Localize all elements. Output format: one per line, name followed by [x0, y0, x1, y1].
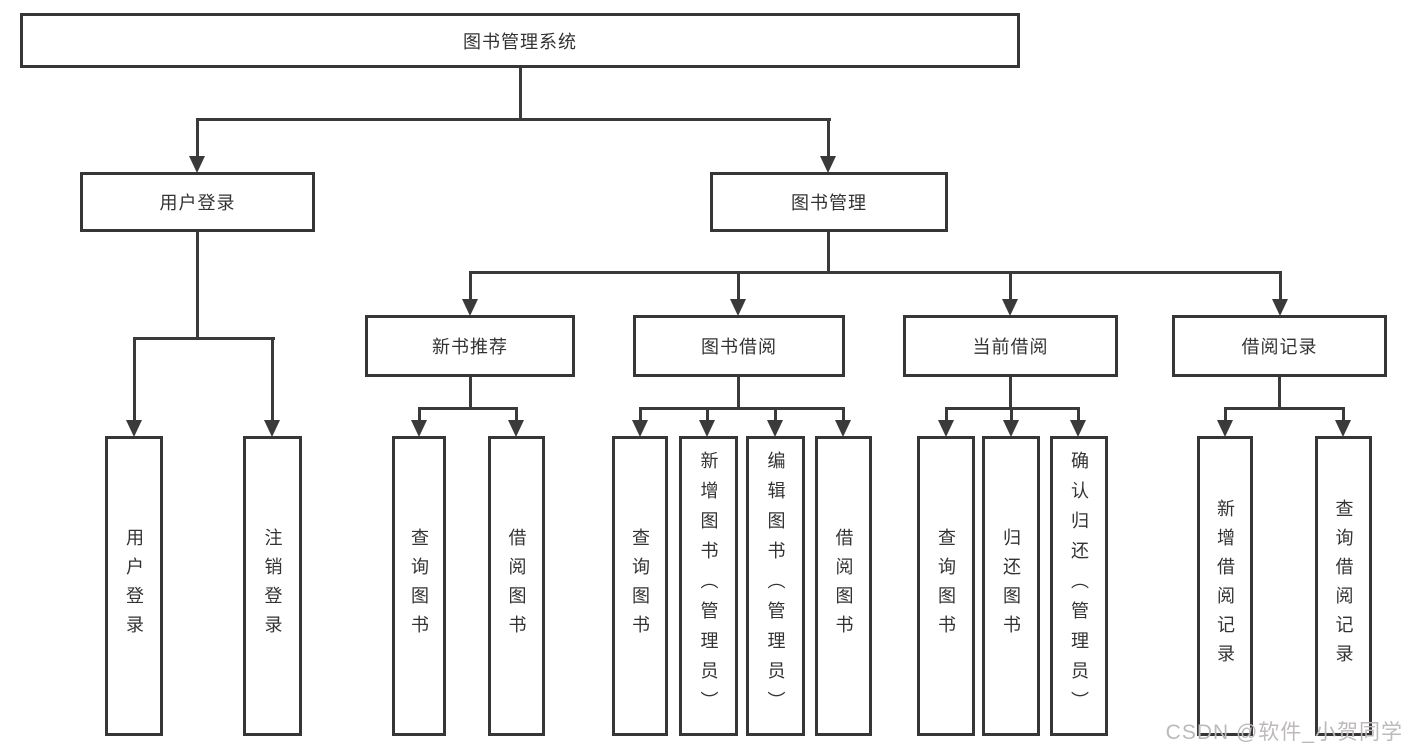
arrow-down-icon	[938, 420, 954, 437]
leaf-query-books-borrowing: 查询图书	[612, 436, 668, 736]
arrow-down-icon	[1217, 420, 1233, 437]
connector-line	[469, 377, 472, 410]
connector-line	[774, 407, 777, 424]
arrow-down-icon	[767, 420, 783, 437]
connector-line	[196, 118, 831, 121]
connector-line	[737, 377, 740, 410]
connector-line	[706, 407, 709, 424]
connector-line	[1279, 271, 1282, 302]
leaf-logout-label: 注销登录	[262, 528, 283, 644]
leaf-borrow-books-borrowing: 借阅图书	[815, 436, 872, 736]
arrow-down-icon	[699, 420, 715, 437]
connector-line	[196, 118, 199, 158]
arrow-down-icon	[632, 420, 648, 437]
leaf-add-book-admin: 新增图书（管理员）	[679, 436, 738, 736]
arrow-down-icon	[820, 156, 836, 173]
leaf-add-borrow-record-label: 新增借阅记录	[1215, 499, 1235, 673]
arrow-down-icon	[126, 420, 142, 437]
connector-line	[639, 407, 845, 410]
connector-line	[515, 407, 518, 424]
arrow-down-icon	[1002, 299, 1018, 316]
leaf-query-books-current-label: 查询图书	[936, 528, 956, 644]
arrow-down-icon	[462, 299, 478, 316]
leaf-query-books-current: 查询图书	[917, 436, 975, 736]
leaf-edit-book-admin: 编辑图书（管理员）	[746, 436, 805, 736]
connector-line	[469, 271, 1282, 274]
leaf-confirm-return-admin-label: 确认归还（管理员）	[1069, 451, 1089, 721]
arrow-down-icon	[1070, 420, 1086, 437]
arrow-down-icon	[730, 299, 746, 316]
connector-line	[469, 271, 472, 302]
node-new-book-recommendation: 新书推荐	[365, 315, 575, 377]
leaf-logout: 注销登录	[243, 436, 302, 736]
connector-line	[827, 232, 830, 274]
leaf-query-books-recommend: 查询图书	[392, 436, 446, 736]
leaf-add-borrow-record: 新增借阅记录	[1197, 436, 1253, 736]
arrow-down-icon	[1003, 420, 1019, 437]
leaf-borrow-books-borrowing-label: 借阅图书	[833, 528, 854, 644]
arrow-down-icon	[189, 156, 205, 173]
arrow-down-icon	[835, 420, 851, 437]
connector-line	[271, 337, 274, 423]
connector-line	[519, 68, 522, 118]
connector-line	[1010, 407, 1013, 424]
connector-line	[1009, 271, 1012, 302]
connector-line	[418, 407, 421, 424]
arrow-down-icon	[508, 420, 524, 437]
leaf-borrow-books-recommend-label: 借阅图书	[506, 528, 527, 644]
connector-line	[1224, 407, 1227, 424]
leaf-query-borrow-record: 查询借阅记录	[1315, 436, 1372, 736]
node-book-management: 图书管理	[710, 172, 948, 232]
leaf-edit-book-admin-label: 编辑图书（管理员）	[765, 451, 786, 721]
node-book-borrowing: 图书借阅	[633, 315, 845, 377]
leaf-borrow-books-recommend: 借阅图书	[488, 436, 545, 736]
connector-line	[639, 407, 642, 424]
leaf-query-books-borrowing-label: 查询图书	[630, 528, 650, 644]
arrow-down-icon	[411, 420, 427, 437]
connector-line	[1278, 377, 1281, 410]
node-user-login: 用户登录	[80, 172, 315, 232]
arrow-down-icon	[1272, 299, 1288, 316]
connector-line	[196, 232, 199, 340]
csdn-watermark: CSDN @软件_小贺同学	[1165, 721, 1403, 744]
arrow-down-icon	[264, 420, 280, 437]
leaf-return-book: 归还图书	[982, 436, 1040, 736]
connector-line	[133, 337, 275, 340]
node-current-borrowing: 当前借阅	[903, 315, 1118, 377]
node-root-library-management-system: 图书管理系统	[20, 13, 1020, 68]
connector-line	[133, 337, 136, 423]
connector-line	[945, 407, 948, 424]
leaf-user-login-label: 用户登录	[124, 528, 144, 644]
connector-line	[1077, 407, 1080, 424]
connector-line	[1224, 407, 1345, 410]
node-borrowing-records: 借阅记录	[1172, 315, 1387, 377]
arrow-down-icon	[1335, 420, 1351, 437]
connector-line	[1009, 377, 1012, 410]
leaf-user-login: 用户登录	[105, 436, 163, 736]
connector-line	[737, 271, 740, 302]
leaf-query-books-recommend-label: 查询图书	[409, 528, 429, 644]
leaf-confirm-return-admin: 确认归还（管理员）	[1050, 436, 1108, 736]
leaf-add-book-admin-label: 新增图书（管理员）	[698, 451, 719, 721]
leaf-return-book-label: 归还图书	[1001, 528, 1021, 644]
connector-line	[827, 118, 830, 158]
connector-line	[842, 407, 845, 424]
connector-line	[1342, 407, 1345, 424]
connector-line	[418, 407, 518, 410]
leaf-query-borrow-record-label: 查询借阅记录	[1333, 499, 1354, 673]
